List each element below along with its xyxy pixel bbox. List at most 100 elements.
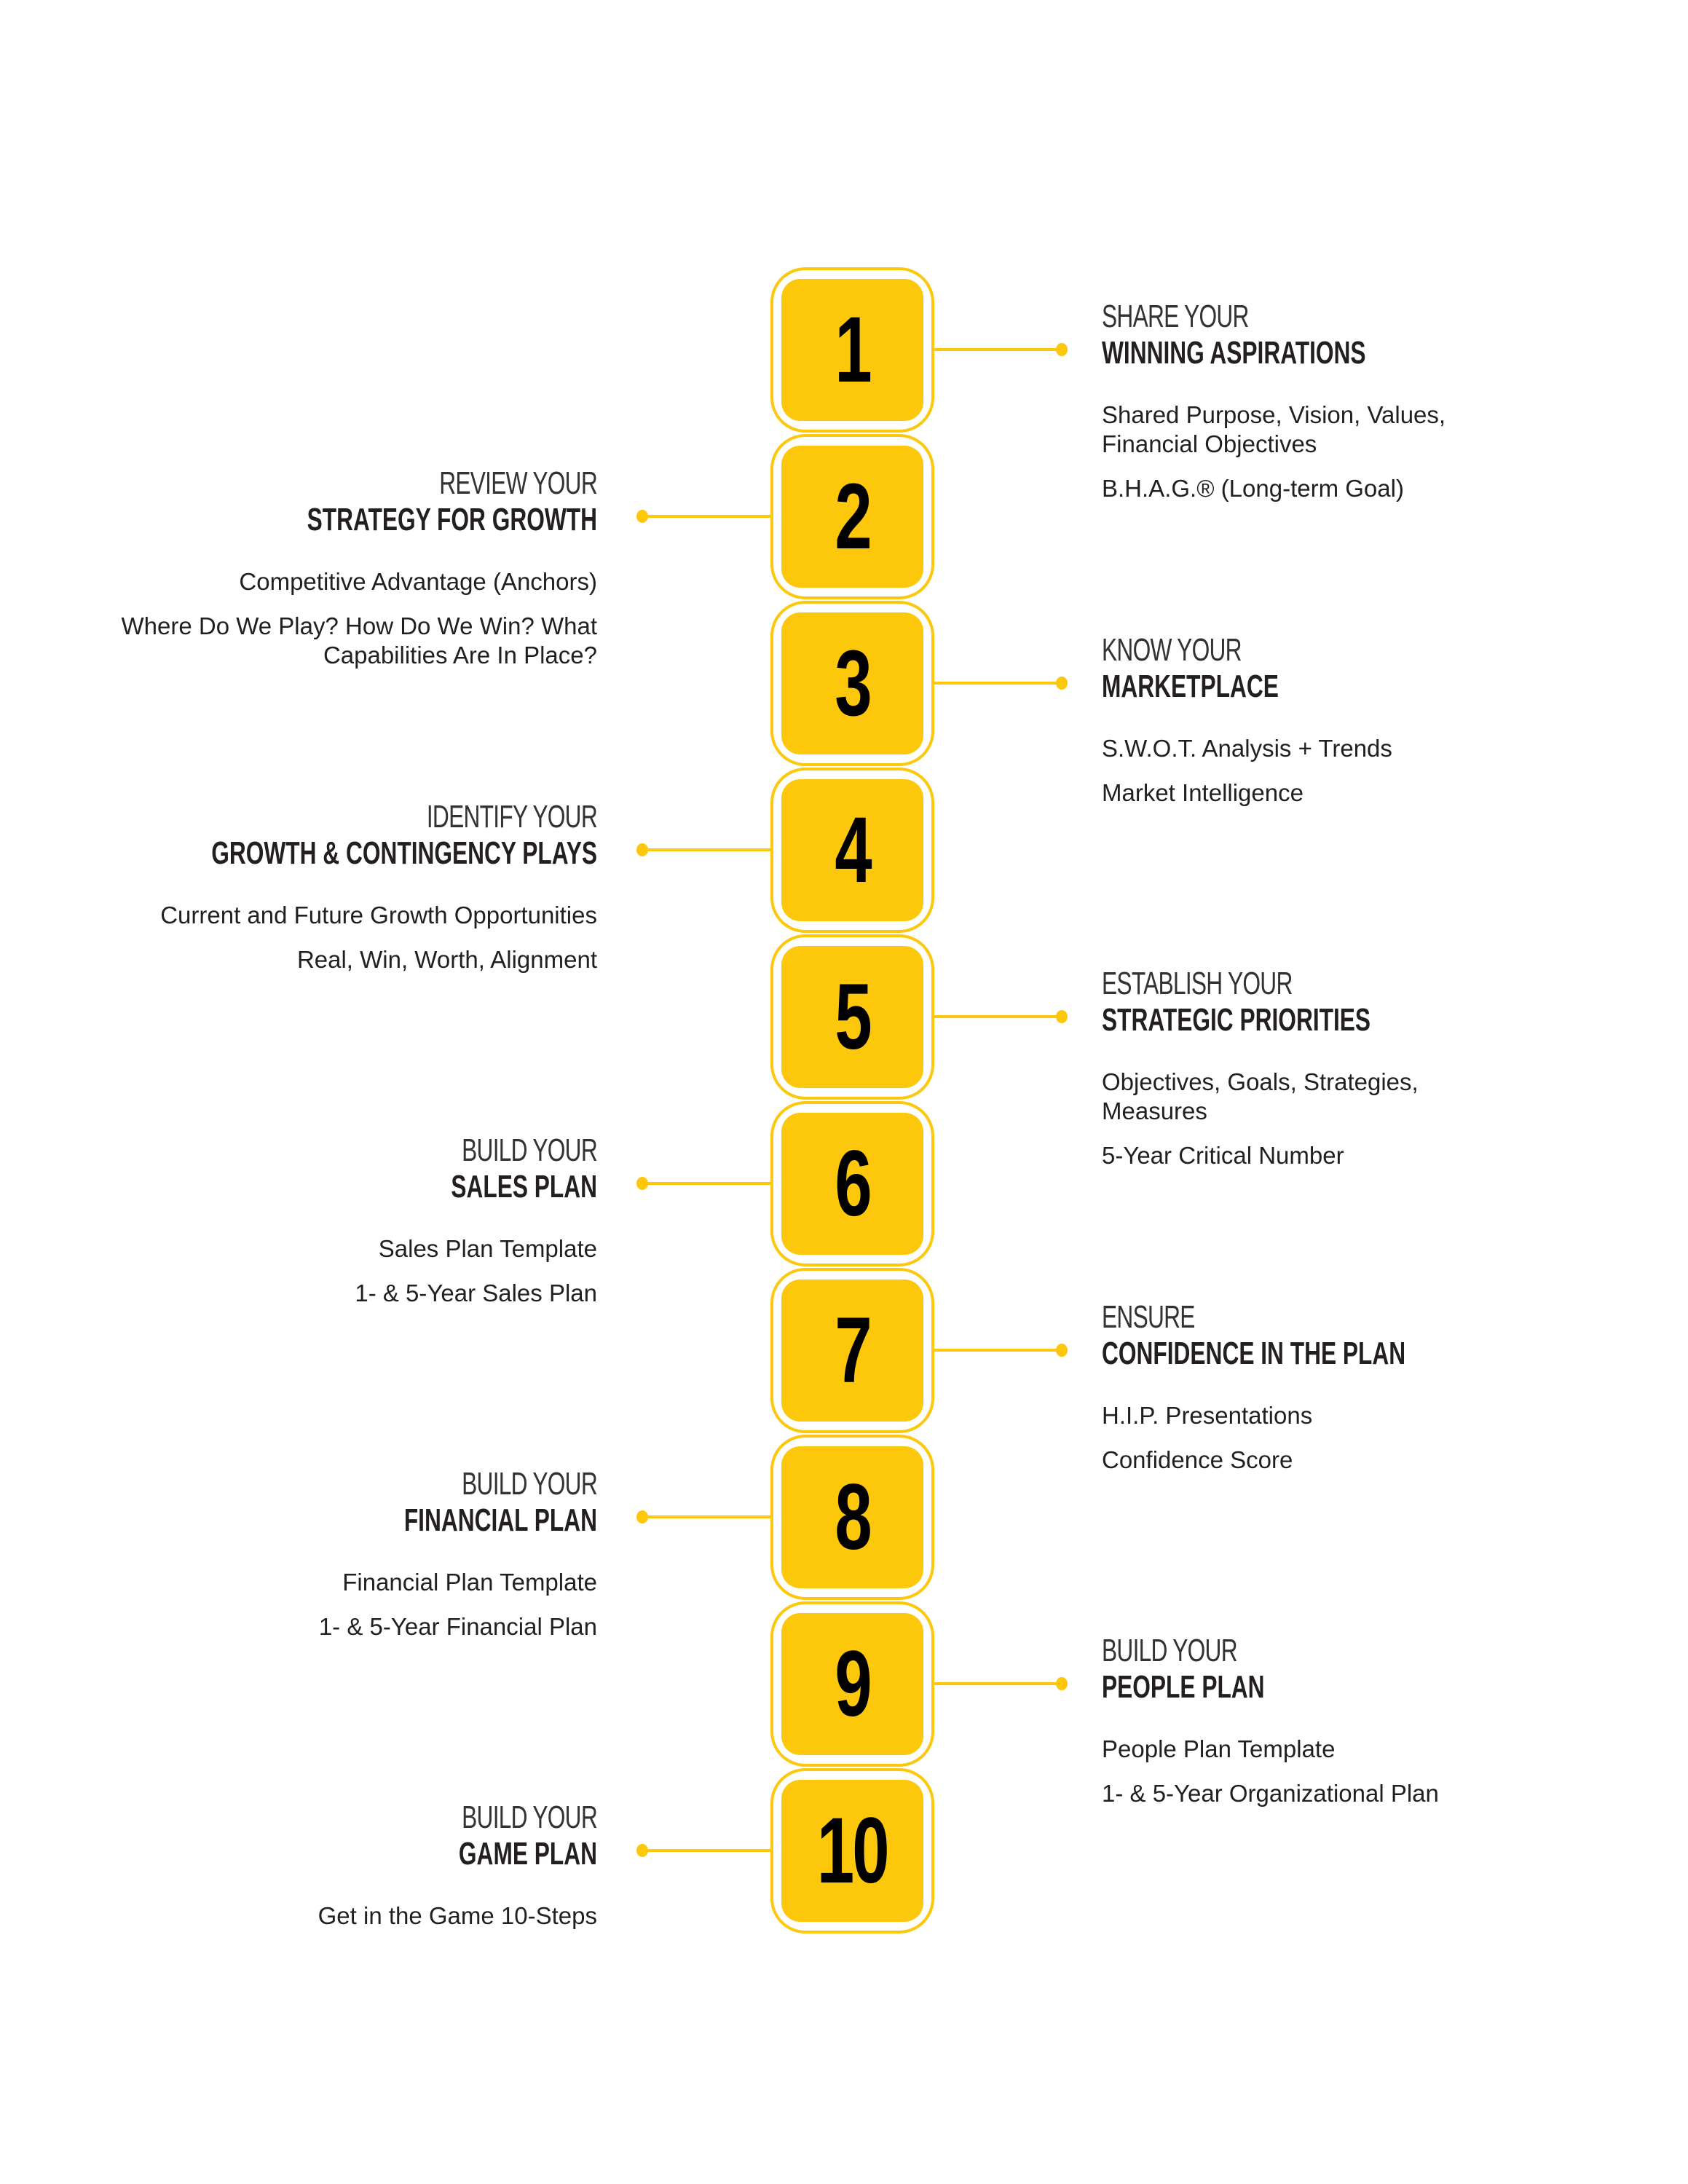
- step-number: 7: [835, 1298, 872, 1403]
- connector-dot: [1056, 1344, 1068, 1357]
- step-9-box: 9: [770, 1601, 934, 1767]
- step-1-box: 1: [770, 267, 934, 433]
- step-subheading: BUILD YOUR: [1102, 1633, 1238, 1668]
- step-detail-item: Objectives, Goals, Strategies, Measures: [1102, 1068, 1419, 1124]
- step-detail-item: Current and Future Growth Opportunities: [160, 902, 597, 929]
- step-detail-item: H.I.P. Presentations: [1102, 1402, 1313, 1429]
- step-number-tile: 2: [781, 446, 923, 588]
- step-detail-item: B.H.A.G.® (Long-term Goal): [1102, 475, 1404, 502]
- connector-dot: [636, 1510, 648, 1523]
- step-detail-item: People Plan Template: [1102, 1735, 1336, 1762]
- step-detail-item: 1- & 5-Year Sales Plan: [355, 1280, 597, 1306]
- connector-dot: [636, 510, 648, 523]
- step-heading: SALES PLAN: [451, 1169, 597, 1205]
- step-number: 1: [835, 298, 872, 402]
- step-subheading: IDENTIFY YOUR: [426, 799, 598, 835]
- step-subheading: BUILD YOUR: [462, 1799, 598, 1835]
- connector-line: [642, 1849, 770, 1852]
- connector-dot: [1056, 343, 1068, 356]
- step-number-tile: 6: [781, 1113, 923, 1255]
- step-details: Objectives, Goals, Strategies, Measures 5…: [1102, 1068, 1688, 1170]
- step-7-box: 7: [770, 1268, 934, 1433]
- step-details: Financial Plan Template 1- & 5-Year Finan…: [0, 1568, 597, 1641]
- connector-line: [934, 1015, 1062, 1018]
- step-subheading: KNOW YOUR: [1102, 632, 1242, 668]
- step-heading: CONFIDENCE IN THE PLAN: [1102, 1336, 1406, 1371]
- step-detail-item: 1- & 5-Year Financial Plan: [318, 1613, 597, 1640]
- step-number: 4: [835, 798, 872, 902]
- connector-line: [642, 515, 770, 518]
- step-number: 3: [835, 631, 872, 736]
- connector-dot: [1056, 677, 1068, 690]
- step-details: Sales Plan Template 1- & 5-Year Sales Pla…: [0, 1234, 597, 1308]
- step-number-tile: 5: [781, 946, 923, 1088]
- step-detail-item: Real, Win, Worth, Alignment: [296, 946, 597, 973]
- step-heading: STRATEGIC PRIORITIES: [1102, 1002, 1371, 1038]
- step-heading: FINANCIAL PLAN: [403, 1502, 597, 1538]
- step-number-tile: 10: [781, 1780, 923, 1922]
- step-number-tile: 4: [781, 779, 923, 921]
- step-number: 6: [835, 1132, 872, 1236]
- connector-dot: [636, 1177, 648, 1190]
- step-detail-item: 1- & 5-Year Organizational Plan: [1102, 1780, 1439, 1807]
- step-number: 10: [817, 1799, 890, 1903]
- step-number-tile: 7: [781, 1280, 923, 1422]
- step-3-box: 3: [770, 601, 934, 766]
- step-subheading: BUILD YOUR: [462, 1132, 598, 1168]
- connector-line: [642, 848, 770, 851]
- step-5-box: 5: [770, 934, 934, 1100]
- step-number: 9: [835, 1632, 872, 1736]
- step-detail-item: 5-Year Critical Number: [1102, 1142, 1344, 1169]
- step-number-tile: 9: [781, 1613, 923, 1755]
- connector-dot: [636, 1844, 648, 1857]
- step-detail-item: Confidence Score: [1102, 1446, 1293, 1473]
- step-number: 5: [835, 965, 872, 1069]
- connector-dot: [636, 843, 648, 856]
- step-10-box: 10: [770, 1768, 934, 1933]
- connector-line: [642, 1182, 770, 1185]
- step-subheading: SHARE YOUR: [1102, 299, 1249, 334]
- step-number-tile: 1: [781, 279, 923, 421]
- step-detail-item: Shared Purpose, Vision, Values, Financia…: [1102, 401, 1446, 457]
- connector-line: [934, 682, 1062, 685]
- step-subheading: ESTABLISH YOUR: [1102, 966, 1293, 1001]
- step-details: Shared Purpose, Vision, Values, Financia…: [1102, 401, 1688, 503]
- step-4-box: 4: [770, 768, 934, 933]
- step-number: 2: [835, 465, 872, 569]
- connector-line: [934, 1349, 1062, 1352]
- step-detail-item: Financial Plan Template: [342, 1569, 597, 1596]
- connector-line: [934, 1682, 1062, 1685]
- step-heading: PEOPLE PLAN: [1102, 1669, 1265, 1705]
- step-heading: GROWTH & CONTINGENCY PLAYS: [211, 835, 597, 871]
- step-detail-item: Market Intelligence: [1102, 779, 1304, 806]
- step-heading: WINNING ASPIRATIONS: [1102, 335, 1366, 371]
- step-detail-item: Get in the Game 10-Steps: [318, 1902, 597, 1929]
- step-subheading: ENSURE: [1102, 1299, 1195, 1335]
- step-details: People Plan Template 1- & 5-Year Organiza…: [1102, 1735, 1688, 1808]
- connector-line: [642, 1515, 770, 1518]
- step-6-box: 6: [770, 1101, 934, 1266]
- step-details: Competitive Advantage (Anchors) Where Do …: [0, 567, 598, 670]
- step-details: Get in the Game 10-Steps: [0, 1901, 597, 1931]
- connector-line: [934, 348, 1062, 351]
- connector-dot: [1056, 1010, 1068, 1023]
- connector-dot: [1056, 1677, 1068, 1690]
- step-subheading: BUILD YOUR: [462, 1466, 598, 1502]
- step-detail-item: Competitive Advantage (Anchors): [239, 568, 597, 595]
- step-2-box: 2: [770, 434, 934, 599]
- step-heading: STRATEGY FOR GROWTH: [307, 502, 597, 537]
- step-detail-item: Sales Plan Template: [378, 1235, 597, 1262]
- step-detail-item: Where Do We Play? How Do We Win? What Ca…: [121, 612, 598, 669]
- step-number-tile: 8: [781, 1446, 923, 1588]
